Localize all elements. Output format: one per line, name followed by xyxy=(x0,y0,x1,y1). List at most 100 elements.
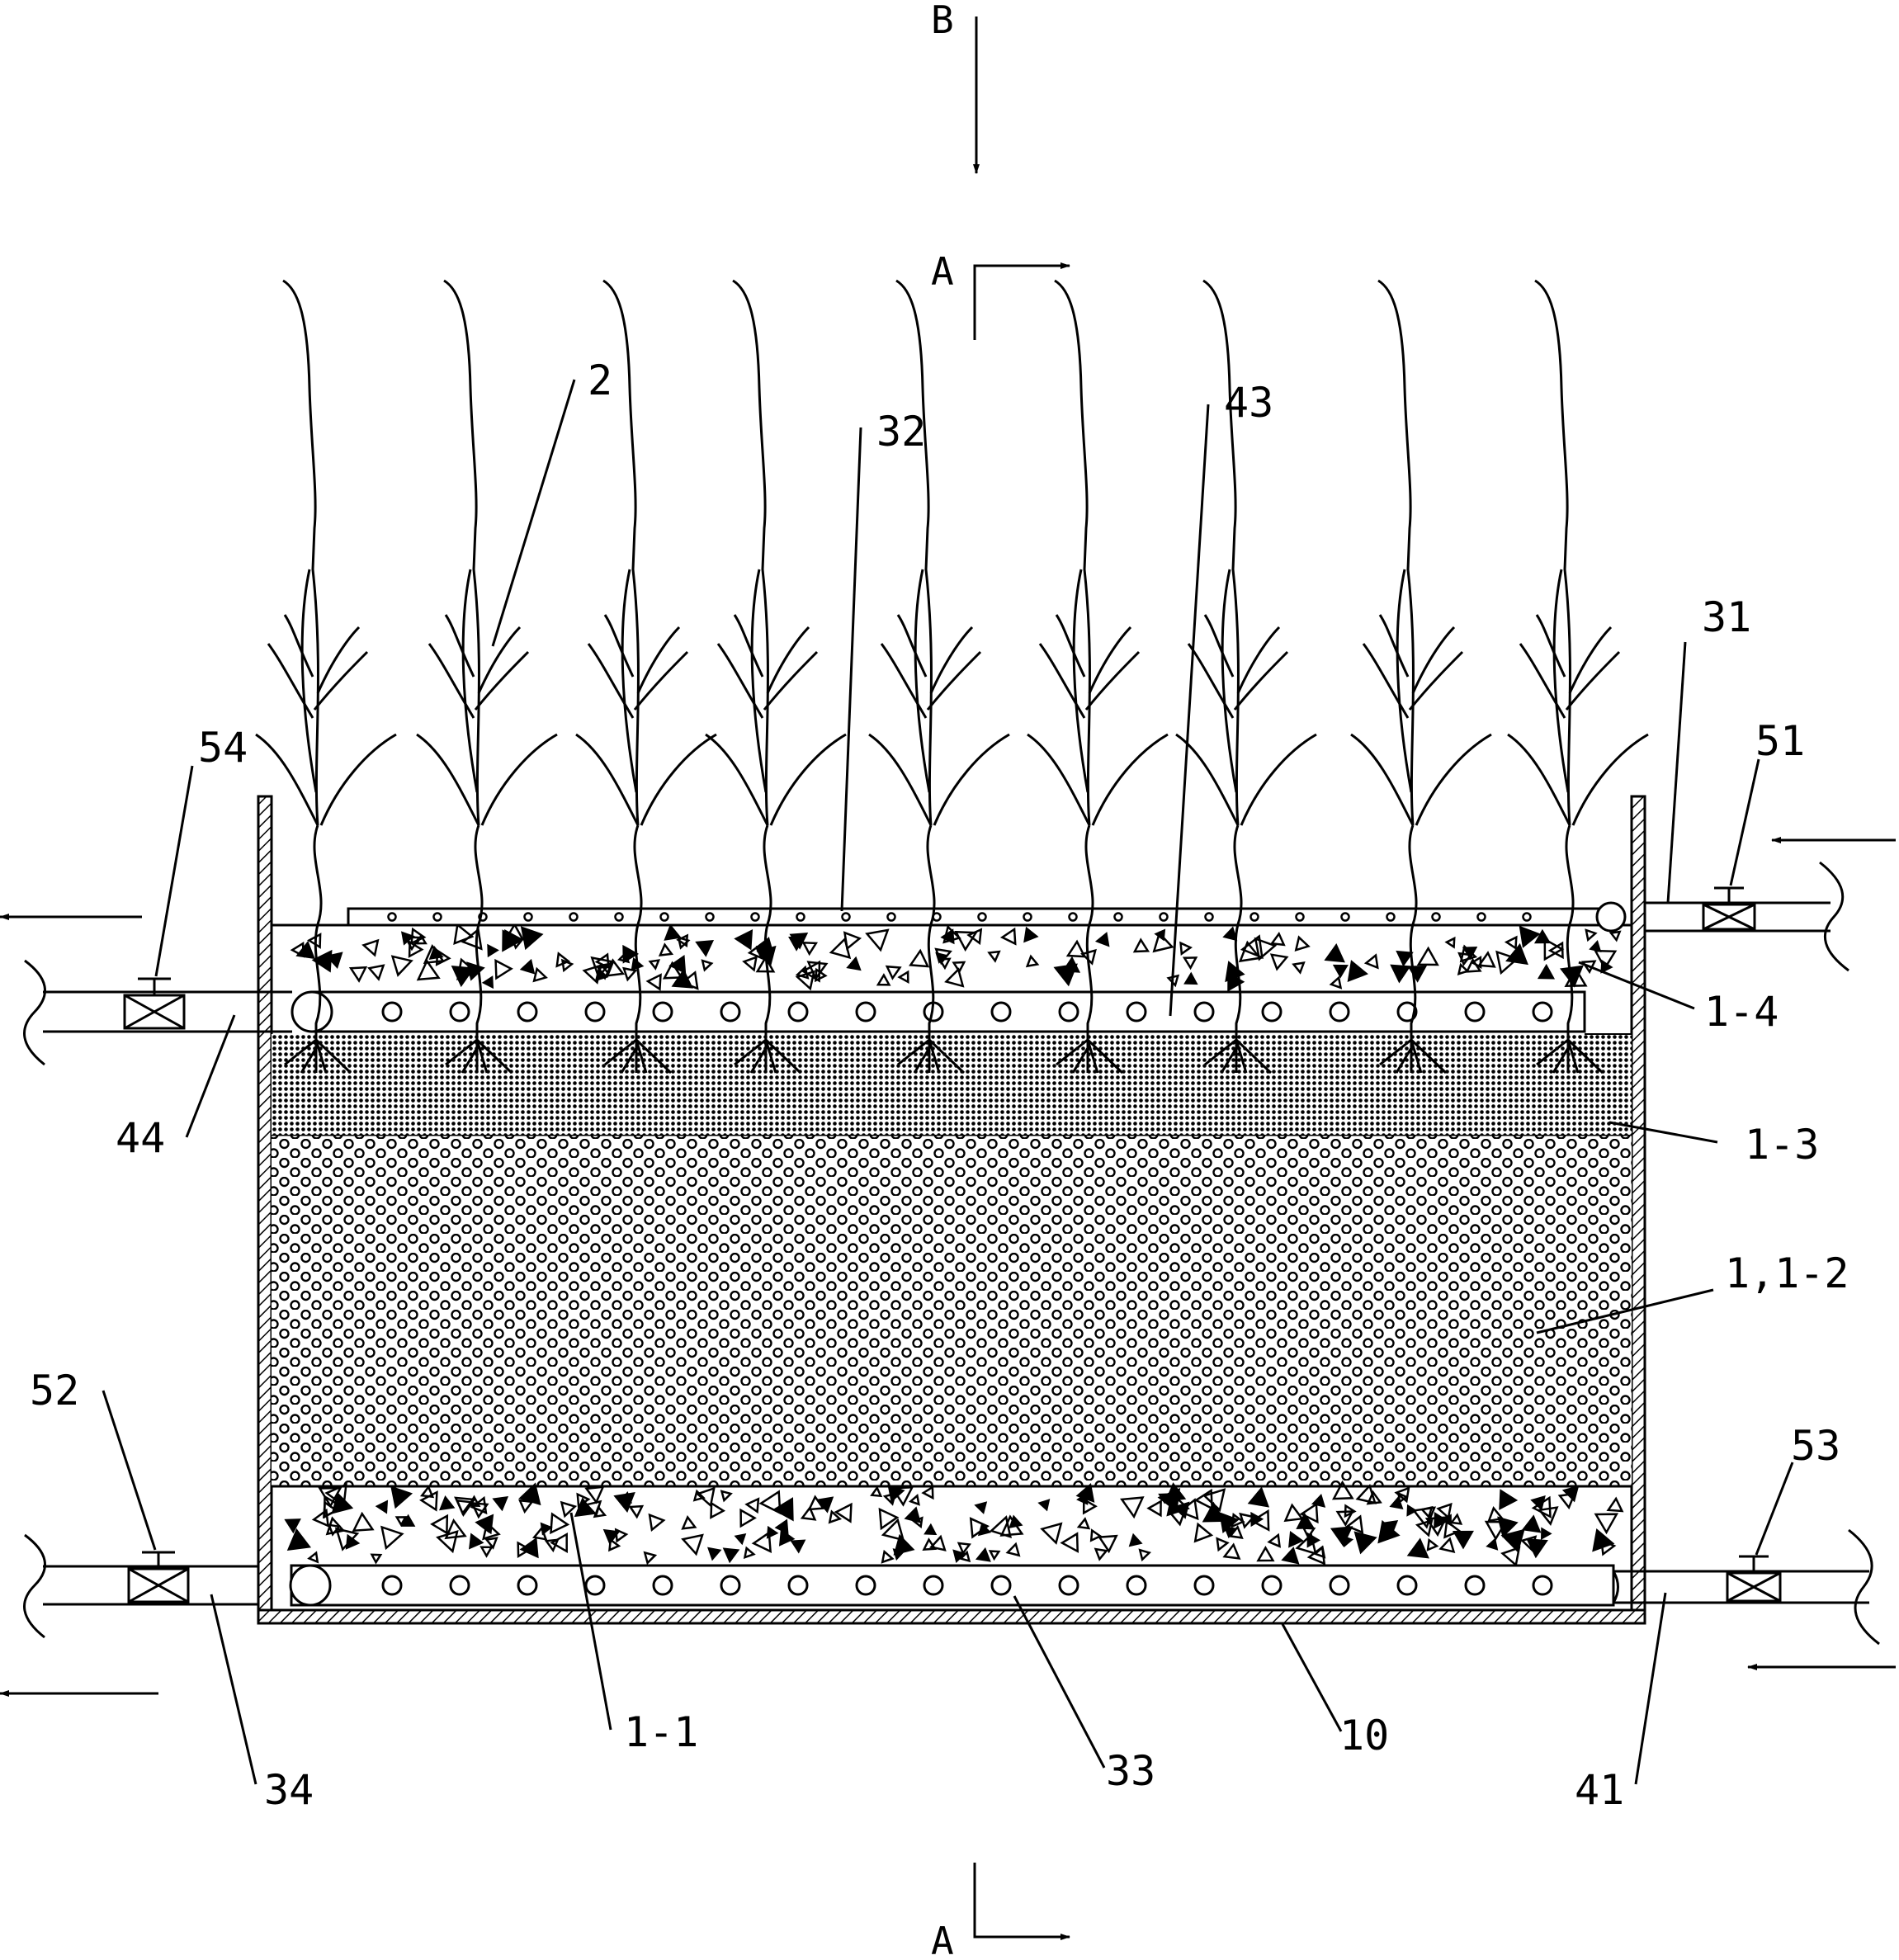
rubble-stone xyxy=(367,964,385,981)
plant-leaf xyxy=(1411,626,1456,694)
rubble-stone xyxy=(1416,946,1439,966)
plant-leaf xyxy=(766,626,810,694)
rubble-stone xyxy=(692,1489,706,1502)
pipe-hole xyxy=(381,1575,403,1596)
rubble-stone xyxy=(1465,957,1482,973)
plant-leaf xyxy=(267,643,314,719)
plant-stem xyxy=(1228,387,1240,826)
rubble-stone xyxy=(325,952,343,970)
rubble-stone xyxy=(1060,1532,1079,1553)
leader-10 xyxy=(1281,1623,1343,1732)
rubble-stone xyxy=(739,1508,757,1528)
rubble-stone xyxy=(1411,1506,1437,1529)
rubble-stone xyxy=(843,931,862,951)
plant-leaf xyxy=(587,643,635,719)
rubble-stone xyxy=(380,1525,404,1551)
rubble-stone xyxy=(952,1549,966,1563)
rubble-stone xyxy=(520,926,544,951)
rubble-stone xyxy=(1301,1527,1316,1540)
rubble-stone xyxy=(681,1533,704,1556)
rubble-stone xyxy=(419,1490,438,1512)
pipe-hole xyxy=(659,912,669,922)
rubble-stone xyxy=(658,942,674,956)
pipe-32-holes xyxy=(387,912,1532,922)
rubble-stone xyxy=(408,940,424,958)
pipe-hole xyxy=(1396,1575,1418,1596)
pipe-hole xyxy=(787,1575,809,1596)
rubble-stone xyxy=(911,1516,924,1529)
rubble-stone xyxy=(1239,1512,1256,1529)
rubble-stone xyxy=(921,1485,934,1500)
rubble-stone xyxy=(999,927,1017,946)
label-2: 2 xyxy=(588,357,612,404)
rubble-stone xyxy=(331,1491,354,1514)
rubble-stone xyxy=(743,1546,756,1559)
plant-leaf xyxy=(1565,650,1621,711)
rubble-stone xyxy=(1537,963,1556,980)
plant xyxy=(1175,279,1317,1074)
break-31 xyxy=(1819,861,1849,972)
plant-root xyxy=(1056,1038,1124,1074)
plant xyxy=(416,279,558,1074)
plant-stem xyxy=(1084,824,1094,1073)
rubble-stone xyxy=(1593,949,1618,971)
rubble-stone xyxy=(1531,1495,1552,1518)
rubble-stone xyxy=(1606,1496,1624,1513)
plant-leaf xyxy=(636,626,681,694)
rubble-stone xyxy=(1053,963,1078,987)
rubble-stone xyxy=(1040,1522,1063,1545)
rubble-stone xyxy=(284,1518,301,1534)
pipe-hole xyxy=(1386,912,1396,922)
rubble-stone xyxy=(1247,1486,1270,1508)
pipe-hole xyxy=(1159,912,1169,922)
pipe-hole xyxy=(1329,1001,1350,1023)
valve-52 xyxy=(127,1551,190,1603)
pipe-43-holes xyxy=(381,1001,1553,1023)
label-32: 32 xyxy=(876,408,926,456)
pipe-hole xyxy=(787,1001,809,1023)
plant-leaf xyxy=(1362,643,1410,719)
rubble-stone xyxy=(400,1514,416,1527)
rubble-stone xyxy=(1009,1514,1023,1528)
rubble-stone xyxy=(608,1537,621,1552)
rubble-stone xyxy=(1436,1502,1453,1520)
pipe-hole xyxy=(886,912,896,922)
section-a-top-label: A xyxy=(931,249,954,294)
plant-leaf xyxy=(1236,626,1281,694)
rubble-stone xyxy=(453,923,475,946)
plant-leaf xyxy=(602,279,631,389)
plant xyxy=(705,279,847,1074)
rubble-stone xyxy=(361,938,380,957)
plant-leaf xyxy=(255,733,319,826)
plant-leaf xyxy=(640,733,717,826)
valves xyxy=(123,886,1782,1603)
rubble-stone xyxy=(1283,1503,1304,1523)
break-34 xyxy=(23,1533,46,1639)
rubble-stone xyxy=(744,1497,760,1514)
rubble-stone xyxy=(755,955,776,973)
plant-leaf xyxy=(1038,643,1086,719)
rubble-stone xyxy=(969,1517,990,1539)
rubble-stone xyxy=(479,1546,494,1558)
plant-leaf xyxy=(283,614,314,678)
plant-leaf xyxy=(1054,279,1083,389)
plant-root xyxy=(1379,1038,1448,1074)
pipe-hole xyxy=(796,912,805,922)
leader-1-3 xyxy=(1608,1121,1718,1144)
pipe-hole xyxy=(584,1001,606,1023)
rubble-stone xyxy=(1594,1513,1619,1535)
rubble-stone xyxy=(414,933,428,945)
rubble-stone xyxy=(1082,1497,1098,1515)
rubble-stone xyxy=(1434,1511,1449,1529)
rubble-stone xyxy=(1164,1482,1187,1503)
rubble-stone xyxy=(622,966,638,982)
rubble-stone xyxy=(352,1511,375,1533)
rubble-stone xyxy=(1225,961,1245,983)
plant-stem xyxy=(1079,387,1091,826)
rubble-stone xyxy=(881,1518,905,1542)
plant xyxy=(575,279,717,1074)
rubble-stone xyxy=(1589,940,1602,952)
rubble-stone xyxy=(390,955,413,977)
rubble-stone xyxy=(469,1533,484,1550)
plant-leaf xyxy=(1378,614,1410,678)
